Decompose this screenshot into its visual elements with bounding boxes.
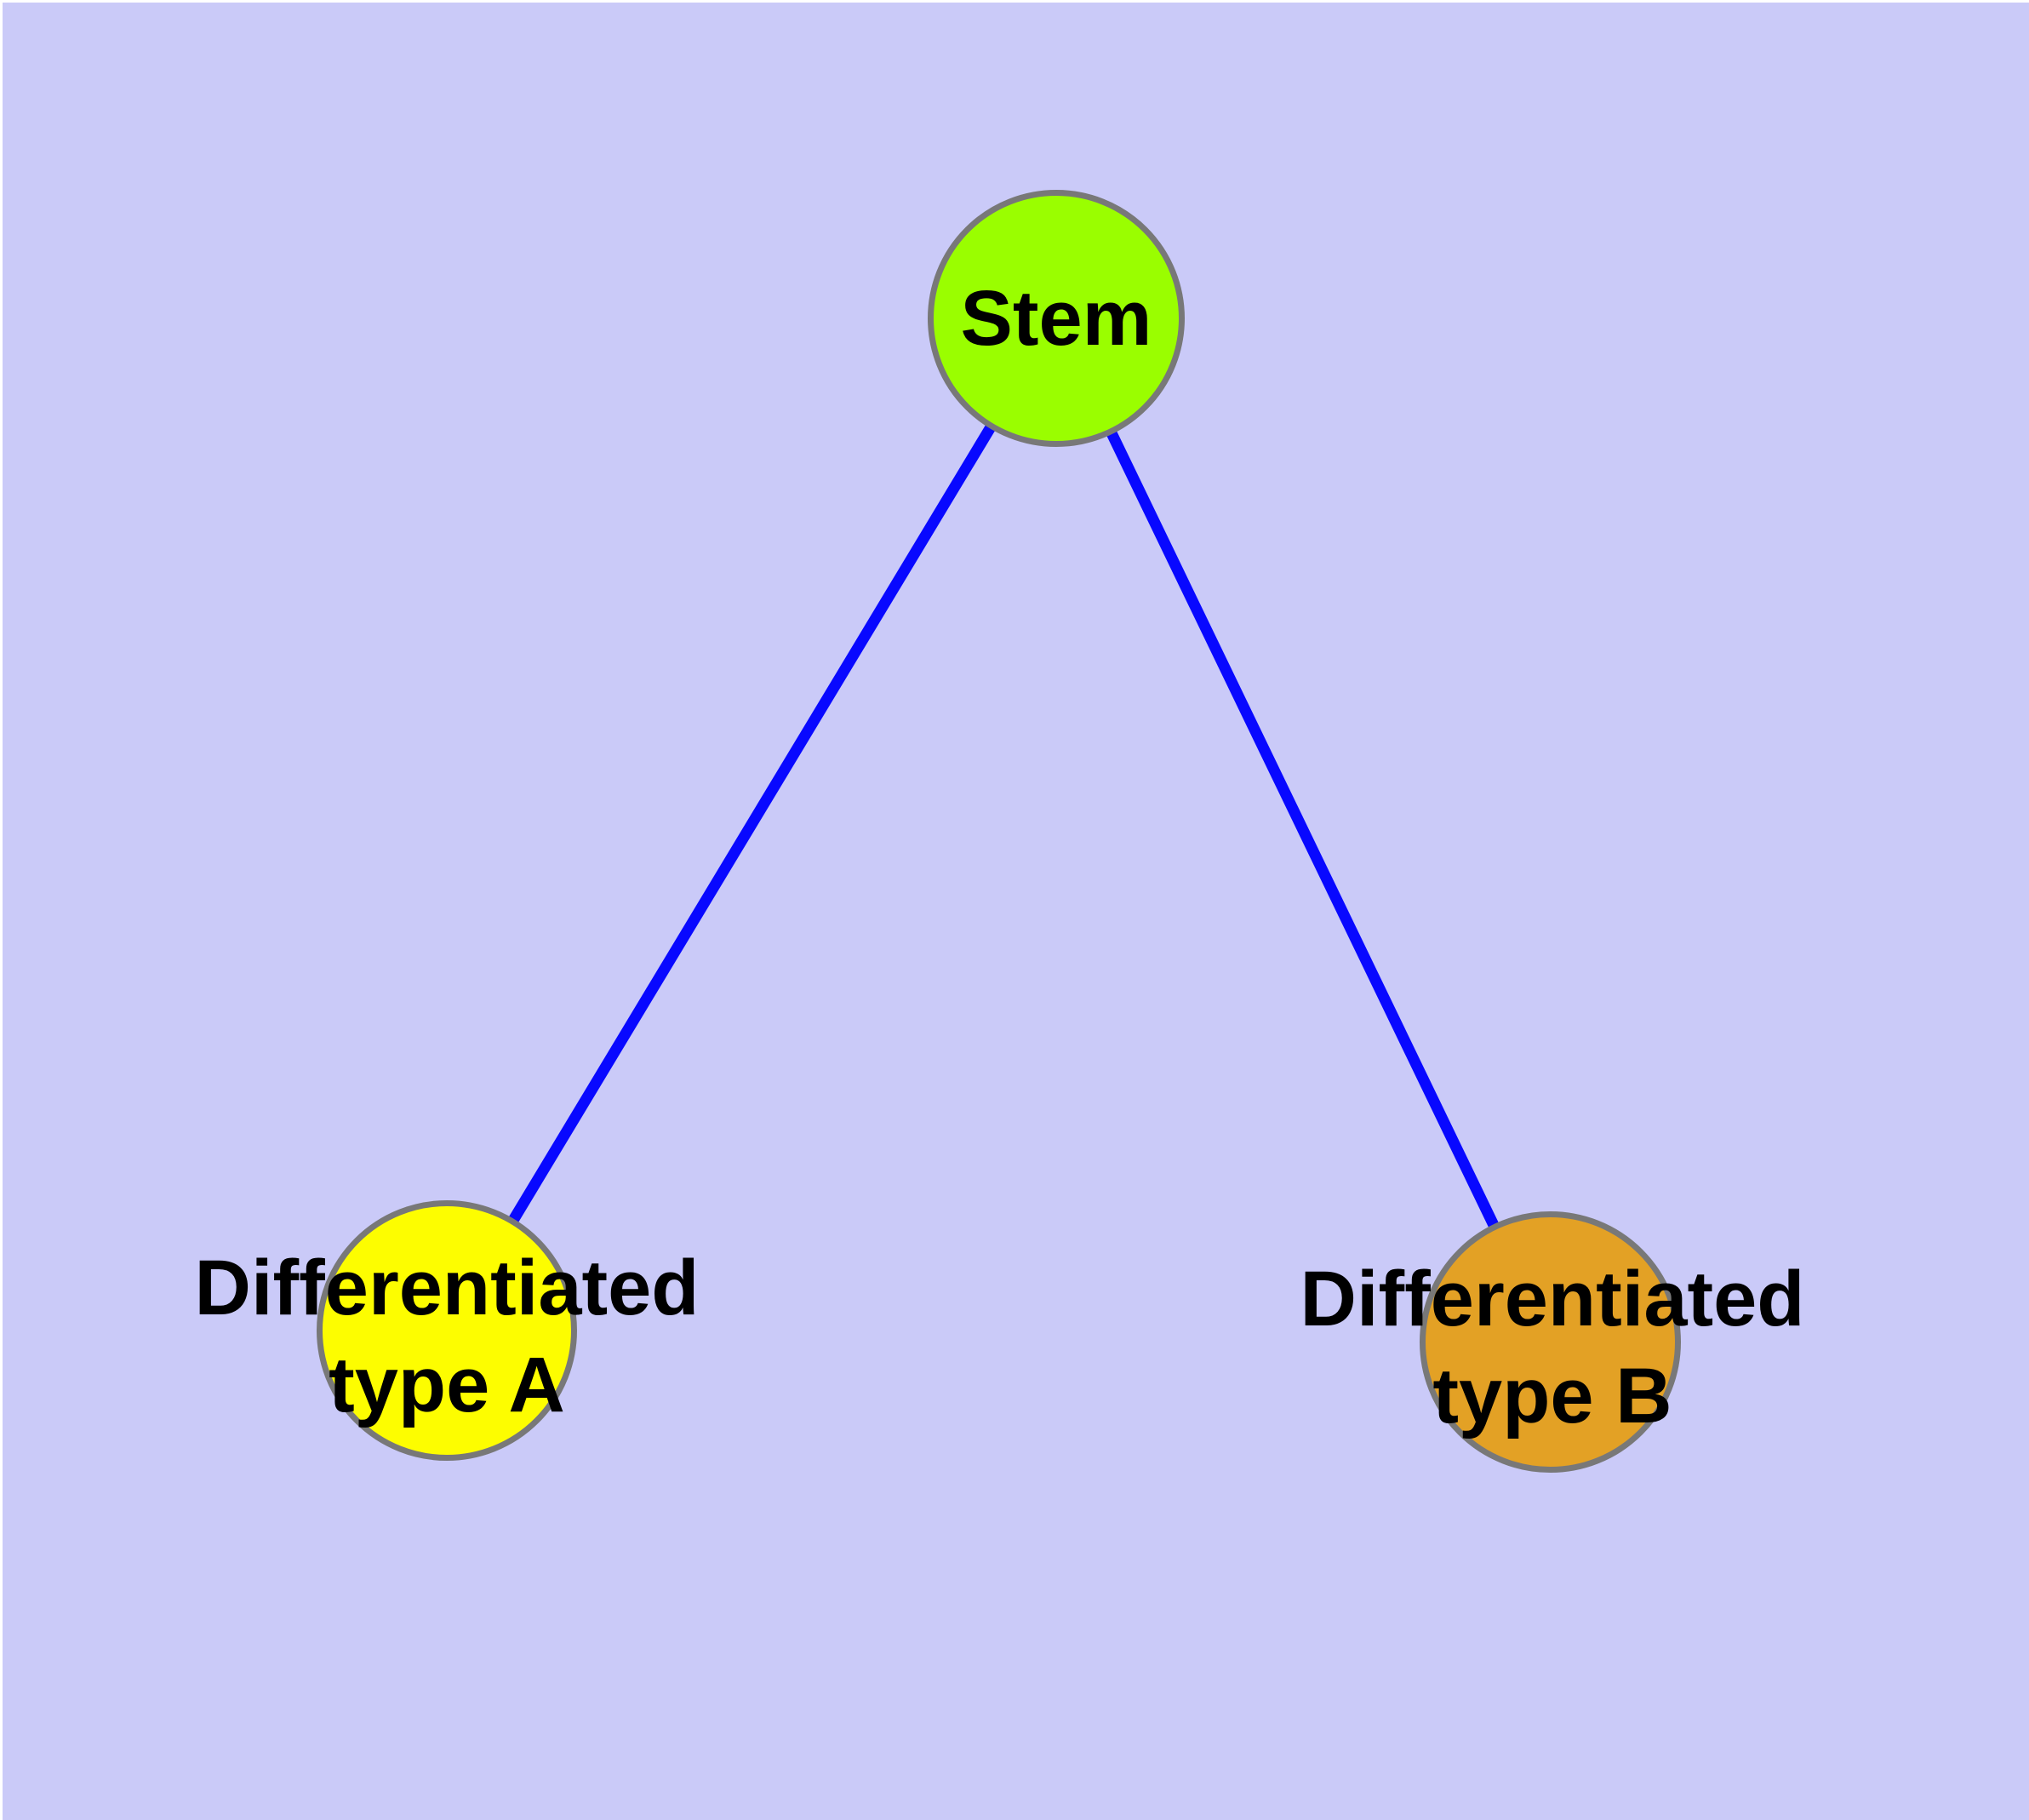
node-differentiated-type-b[interactable]: [1420, 1211, 1681, 1473]
node-a-label-line2: type A: [329, 1342, 565, 1428]
node-b-label-line2: type B: [1432, 1353, 1672, 1439]
node-b-label-line1: Differentiated: [1300, 1256, 1805, 1342]
edge-stem-to-type-a: [442, 315, 1061, 1334]
edge-stem-to-type-b: [1051, 316, 1555, 1344]
node-stem[interactable]: Stem: [928, 190, 1185, 447]
node-differentiated-type-b-label: Differentiated type B: [1169, 1251, 1935, 1445]
diagram-background: Stem Differentiated type A Differentiate…: [3, 3, 2029, 1820]
node-stem-label: Stem: [960, 275, 1152, 362]
node-a-label-line1: Differentiated: [194, 1245, 700, 1331]
node-differentiated-type-a[interactable]: [317, 1200, 577, 1461]
node-differentiated-type-a-label: Differentiated type A: [64, 1239, 830, 1434]
